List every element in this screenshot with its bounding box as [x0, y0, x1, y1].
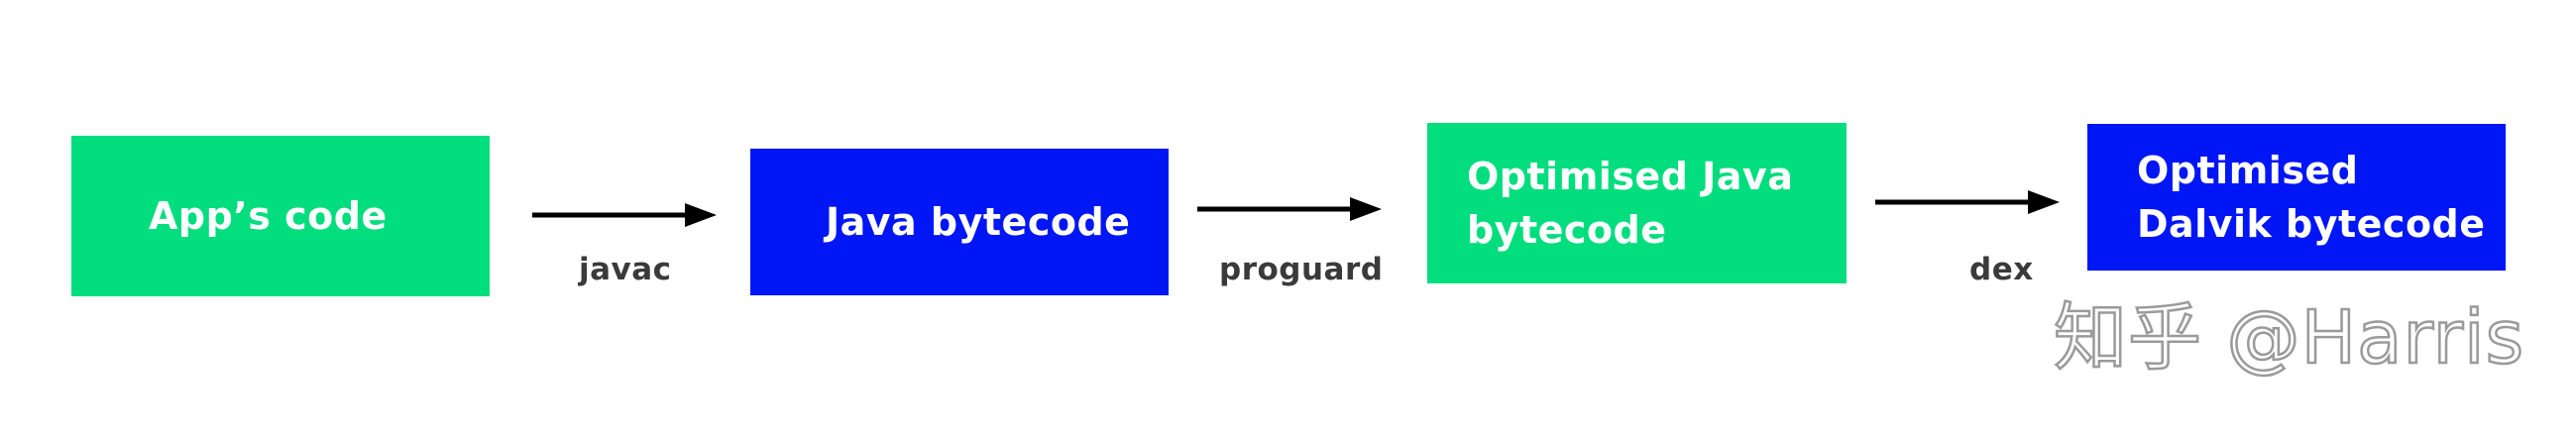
- node-optimised-dalvik-bytecode-line-2: Dalvik bytecode: [2137, 202, 2486, 246]
- edge-label-proguard: proguard: [1219, 252, 1384, 287]
- node-optimised-java-bytecode: Optimised Java bytecode: [1427, 123, 1847, 283]
- arrow-javac: [532, 203, 717, 227]
- edge-label-javac: javac: [579, 252, 672, 287]
- node-apps-code: App’s code: [71, 136, 490, 296]
- node-optimised-java-bytecode-line-1: Optimised Java: [1467, 155, 1794, 198]
- node-optimised-dalvik-bytecode: Optimised Dalvik bytecode: [2087, 124, 2506, 271]
- arrow-dex: [1875, 190, 2060, 214]
- arrow-proguard: [1197, 197, 1382, 221]
- node-apps-code-label: App’s code: [149, 194, 388, 238]
- edge-label-dex: dex: [1969, 252, 2034, 287]
- node-java-bytecode-label: Java bytecode: [826, 200, 1131, 244]
- node-optimised-java-bytecode-line-2: bytecode: [1467, 208, 1667, 252]
- node-java-bytecode: Java bytecode: [750, 149, 1169, 295]
- watermark-text: 知乎 @Harris: [2053, 294, 2525, 383]
- node-optimised-dalvik-bytecode-line-1: Optimised: [2137, 149, 2359, 192]
